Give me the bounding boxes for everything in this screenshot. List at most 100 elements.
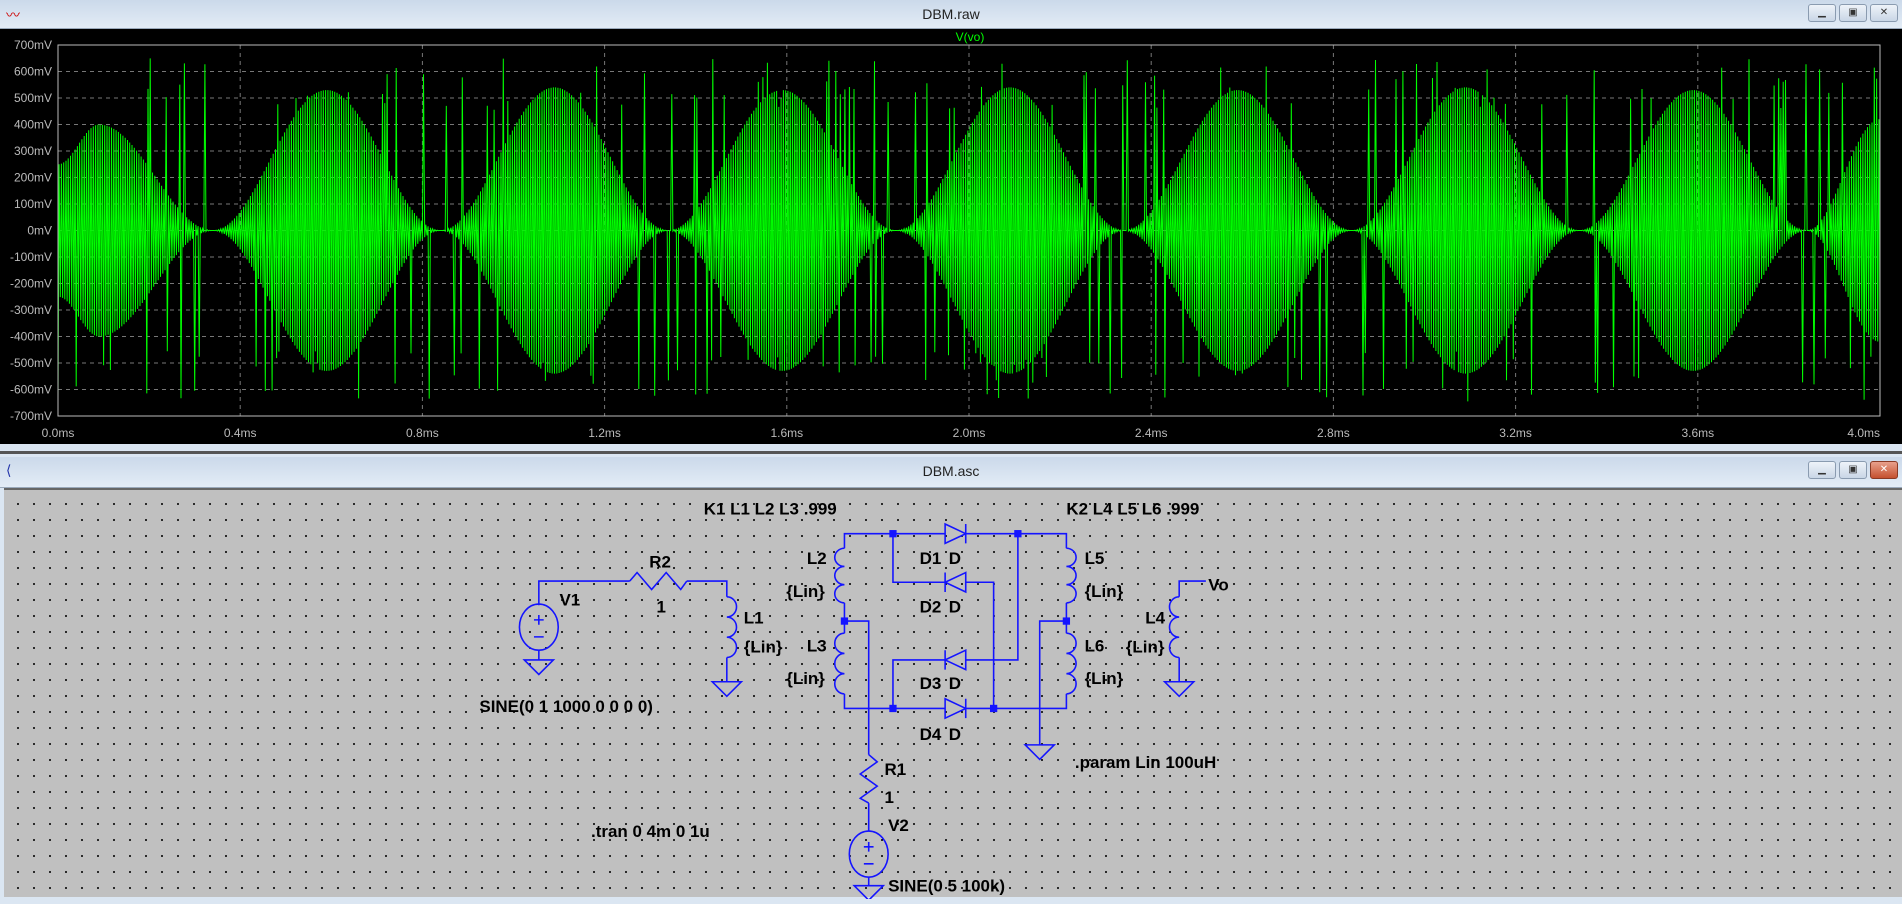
l1-name[interactable]: L1 <box>744 608 764 627</box>
r2-value[interactable]: 1 <box>656 598 665 617</box>
waveform-icon: 〰 <box>6 7 20 23</box>
inductor-l3[interactable] <box>833 632 845 695</box>
v1-name[interactable]: V1 <box>559 590 580 609</box>
y-tick-label: 700mV <box>14 38 52 52</box>
y-tick-label: 400mV <box>14 118 52 132</box>
y-tick-label: -700mV <box>10 409 52 423</box>
d1-name[interactable]: D1 <box>920 549 942 568</box>
y-tick-label: 0mV <box>27 224 52 238</box>
y-tick-label: 300mV <box>14 144 52 158</box>
d2-name[interactable]: D2 <box>920 598 942 617</box>
junction-dot <box>889 530 897 538</box>
l2-name[interactable]: L2 <box>807 549 827 568</box>
directive-tran[interactable]: .tran 0 4m 0 1u <box>591 822 710 841</box>
diode-d3[interactable] <box>943 648 967 671</box>
d4-name[interactable]: D4 <box>920 725 942 744</box>
l5-name[interactable]: L5 <box>1085 549 1105 568</box>
schematic-window-titlebar[interactable]: ⟨ DBM.asc ▁ ▣ ✕ <box>0 457 1902 488</box>
inductor-l4[interactable] <box>1168 596 1180 659</box>
y-tick-label: -300mV <box>10 303 52 317</box>
close-button[interactable]: ✕ <box>1870 461 1898 479</box>
junction-dot <box>1014 530 1022 538</box>
trace-label[interactable]: V(vo) <box>956 30 985 44</box>
y-tick-label: -100mV <box>10 250 52 264</box>
inductor-l2[interactable] <box>833 547 845 604</box>
directive-param[interactable]: .param Lin 100uH <box>1075 753 1216 772</box>
resistor-r2[interactable] <box>629 571 688 591</box>
d3-name[interactable]: D3 <box>920 674 942 693</box>
x-tick-label: 2.8ms <box>1317 426 1350 440</box>
l6-name[interactable]: L6 <box>1085 636 1105 655</box>
diode-d2[interactable] <box>943 571 967 594</box>
schematic-icon: ⟨ <box>6 462 12 478</box>
directive-k1[interactable]: K1 L1 L2 L3 .999 <box>704 499 837 518</box>
trace-vo <box>57 58 1881 402</box>
d2-model[interactable]: D <box>949 598 961 617</box>
inductor-l6[interactable] <box>1066 632 1077 695</box>
y-tick-label: 200mV <box>14 171 52 185</box>
junction-dot <box>989 704 998 713</box>
schematic-window-title: DBM.asc <box>922 463 980 479</box>
d1-model[interactable]: D <box>949 549 961 568</box>
r1-name[interactable]: R1 <box>884 760 906 779</box>
close-button[interactable]: ✕ <box>1870 4 1898 22</box>
x-tick-label: 2.4ms <box>1135 426 1168 440</box>
l5-value[interactable]: {Lin} <box>1085 582 1124 601</box>
diode-d1[interactable] <box>944 522 968 545</box>
waveform-chart: 700mV 600mV 500mV 400mV 300mV 200mV 100mV 0mV -1… <box>10 30 1881 440</box>
x-tick-label: 0.0ms <box>42 426 75 440</box>
waveform-plot[interactable]: 700mV 600mV 500mV 400mV 300mV 200mV 100mV 0mV -1… <box>0 29 1902 444</box>
diode-d4[interactable] <box>944 697 968 720</box>
x-tick-label: 3.2ms <box>1499 426 1532 440</box>
r2-name[interactable]: R2 <box>649 553 671 572</box>
x-tick-label: 1.2ms <box>588 426 621 440</box>
v2-name[interactable]: V2 <box>888 816 909 835</box>
l3-name[interactable]: L3 <box>807 636 827 655</box>
l2-value[interactable]: {Lin} <box>786 582 825 601</box>
ground-icon <box>1162 680 1196 698</box>
inductor-l1[interactable] <box>726 596 738 659</box>
plot-frame <box>57 44 1881 417</box>
schematic-canvas[interactable]: K1 L1 L2 L3 .999 K2 L4 L5 L6 .999 .param… <box>4 488 1902 902</box>
wire <box>1178 580 1206 682</box>
x-tick-label: 3.6ms <box>1681 426 1714 440</box>
d3-model[interactable]: D <box>949 674 961 693</box>
window-separator <box>0 444 1902 454</box>
plot-window-title: DBM.raw <box>922 6 980 22</box>
plot-window-titlebar[interactable]: 〰 DBM.raw ▁ ▣ ✕ <box>0 0 1902 29</box>
x-tick-label: 0.4ms <box>224 426 257 440</box>
d4-model[interactable]: D <box>949 725 961 744</box>
y-tick-label: -600mV <box>10 383 52 397</box>
x-tick-label: 4.0ms <box>1847 426 1880 440</box>
y-tick-label: -200mV <box>10 277 52 291</box>
l3-value[interactable]: {Lin} <box>786 669 825 688</box>
v2-value[interactable]: SINE(0 5 100k) <box>888 877 1005 896</box>
x-tick-label: 1.6ms <box>770 426 803 440</box>
r1-value[interactable]: 1 <box>884 788 893 807</box>
x-tick-label: 0.8ms <box>406 426 439 440</box>
minimize-button[interactable]: ▁ <box>1808 461 1836 479</box>
y-tick-label: 100mV <box>14 197 52 211</box>
l6-value[interactable]: {Lin} <box>1085 669 1124 688</box>
minimize-button[interactable]: ▁ <box>1808 4 1836 22</box>
junction-dot <box>1062 617 1071 625</box>
directive-k2[interactable]: K2 L4 L5 L6 .999 <box>1066 499 1199 518</box>
y-tick-label: 500mV <box>14 91 52 105</box>
l4-value[interactable]: {Lin} <box>1126 638 1165 657</box>
y-tick-label: 600mV <box>14 65 52 79</box>
ground-icon <box>852 884 886 902</box>
v1-value[interactable]: SINE(0 1 1000 0 0 0 0) <box>479 697 653 716</box>
net-label-vo[interactable]: Vo <box>1208 576 1228 595</box>
voltage-source-v2[interactable] <box>848 830 889 878</box>
ground-icon <box>710 680 744 698</box>
maximize-button[interactable]: ▣ <box>1839 461 1867 479</box>
voltage-source-v1[interactable] <box>518 603 560 651</box>
l1-value[interactable]: {Lin} <box>744 638 783 657</box>
junction-dot <box>840 617 849 625</box>
x-tick-label: 2.0ms <box>953 426 986 440</box>
inductor-l5[interactable] <box>1066 547 1077 604</box>
l4-name[interactable]: L4 <box>1145 608 1165 627</box>
schematic-drawing: K1 L1 L2 L3 .999 K2 L4 L5 L6 .999 .param… <box>479 499 1229 902</box>
maximize-button[interactable]: ▣ <box>1839 4 1867 22</box>
resistor-r1[interactable] <box>858 753 879 804</box>
